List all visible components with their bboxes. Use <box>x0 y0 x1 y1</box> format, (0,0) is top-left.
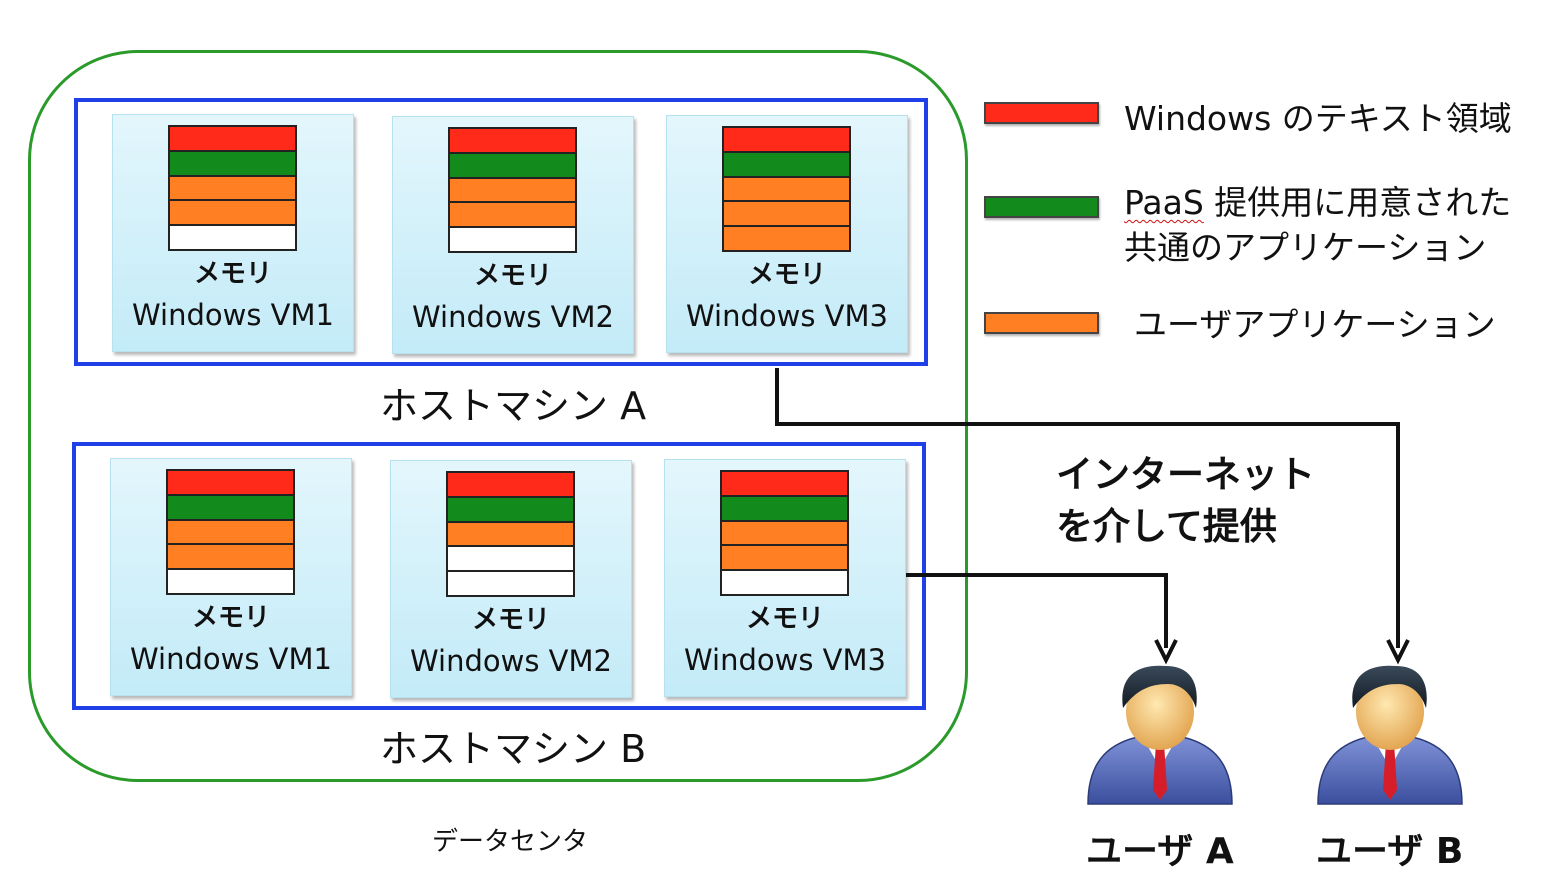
memory-segment-empty <box>170 226 295 249</box>
legend-swatch-user-app <box>984 312 1099 334</box>
memory-segment-user-app <box>450 178 575 204</box>
vm-b2: メモリ Windows VM2 <box>390 460 632 698</box>
memory-label: メモリ <box>747 260 826 290</box>
memory-segment-user-app <box>724 227 849 250</box>
memory-segment-user-app <box>724 177 849 203</box>
vm-name: Windows VM2 <box>410 644 612 678</box>
memory-segment-paas-common <box>170 151 295 177</box>
vm-name: Windows VM2 <box>412 300 614 334</box>
host-a-label: ホストマシン A <box>380 384 647 428</box>
vm-name: Windows VM3 <box>686 299 888 333</box>
vm-a3: メモリ Windows VM3 <box>666 115 908 353</box>
memory-segment-paas-common <box>450 153 575 179</box>
legend-label-windows-text: Windows のテキスト領域 <box>1124 99 1512 138</box>
memory-label: メモリ <box>473 261 552 291</box>
memory-segment-paas-common <box>168 495 293 521</box>
memory-stack <box>168 125 297 251</box>
memory-segment-user-app <box>724 202 849 228</box>
legend-swatch-windows-text <box>984 102 1099 124</box>
memory-segment-paas-common <box>448 497 573 523</box>
vm-a1: メモリ Windows VM1 <box>112 114 354 352</box>
memory-segment-user-app <box>722 546 847 572</box>
memory-stack <box>720 470 849 596</box>
memory-segment-empty <box>168 570 293 593</box>
memory-segment-windows-text <box>448 473 573 498</box>
memory-segment-user-app <box>168 545 293 571</box>
host-b-box: メモリ Windows VM1 メモリ Windows VM2 メモリ Wind… <box>72 442 926 710</box>
host-b-label: ホストマシン B <box>380 727 647 771</box>
user-icon <box>1317 665 1463 805</box>
internet-label-line2: を介して提供 <box>1056 505 1277 548</box>
legend-paas-line1: 提供用に用意された <box>1203 183 1512 222</box>
memory-segment-paas-common <box>724 152 849 178</box>
arrow-down-icon <box>1154 639 1178 665</box>
memory-stack <box>446 471 575 597</box>
connector-host-a-to-user-b <box>775 368 1400 648</box>
arrow-down-icon <box>1386 639 1410 665</box>
vm-name: Windows VM3 <box>684 643 886 677</box>
memory-segment-user-app <box>448 522 573 548</box>
memory-stack <box>448 127 577 253</box>
host-a-box: メモリ Windows VM1 メモリ Windows VM2 メモリ Wind… <box>74 98 928 366</box>
user-icon <box>1087 665 1233 805</box>
vm-name: Windows VM1 <box>130 642 332 676</box>
memory-segment-windows-text <box>450 129 575 154</box>
memory-stack <box>722 126 851 252</box>
legend-label-paas-common-line2: 共通のアプリケーション <box>1124 228 1487 267</box>
memory-segment-windows-text <box>168 471 293 496</box>
memory-label: メモリ <box>191 603 270 633</box>
memory-segment-empty <box>450 228 575 251</box>
memory-segment-user-app <box>450 203 575 229</box>
memory-segment-empty <box>448 572 573 595</box>
memory-segment-windows-text <box>722 472 847 497</box>
memory-segment-windows-text <box>170 127 295 152</box>
memory-segment-user-app <box>170 176 295 202</box>
connector-host-b-to-user-a <box>906 573 1168 648</box>
memory-segment-empty <box>722 571 847 594</box>
user-a-label: ユーザ A <box>1086 831 1234 872</box>
memory-label: メモリ <box>193 259 272 289</box>
paas-term: PaaS <box>1124 183 1204 222</box>
memory-label: メモリ <box>471 605 550 635</box>
memory-label: メモリ <box>745 604 824 634</box>
memory-segment-paas-common <box>722 496 847 522</box>
memory-stack <box>166 469 295 595</box>
vm-b1: メモリ Windows VM1 <box>110 458 352 696</box>
vm-b3: メモリ Windows VM3 <box>664 459 906 697</box>
datacenter-label: データセンタ <box>432 827 589 857</box>
vm-name: Windows VM1 <box>132 298 334 332</box>
memory-segment-user-app <box>722 521 847 547</box>
legend-label-paas-common: PaaS 提供用に用意された <box>1124 181 1511 225</box>
memory-segment-empty <box>448 547 573 573</box>
legend-swatch-paas-common <box>984 196 1099 218</box>
internet-label-line1: インターネット <box>1056 453 1315 496</box>
legend-label-user-app: ユーザアプリケーション <box>1134 305 1496 344</box>
vm-a2: メモリ Windows VM2 <box>392 116 634 354</box>
memory-segment-user-app <box>168 520 293 546</box>
user-b-label: ユーザ B <box>1316 831 1464 872</box>
memory-segment-user-app <box>170 201 295 227</box>
datacenter-boundary <box>28 50 968 782</box>
memory-segment-windows-text <box>724 128 849 153</box>
